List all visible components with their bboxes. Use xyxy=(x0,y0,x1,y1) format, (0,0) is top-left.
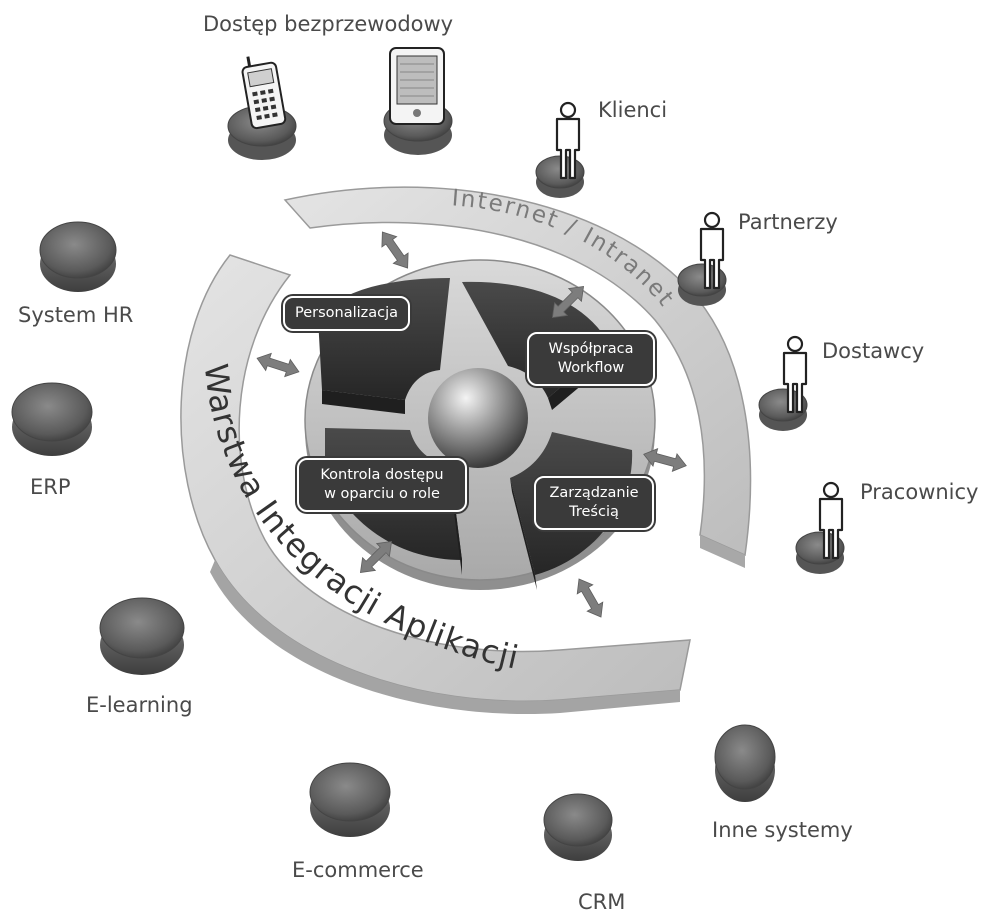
arrow-icon xyxy=(374,226,416,274)
mobile-phone-device xyxy=(227,56,297,160)
arrow-icon xyxy=(253,349,303,381)
system-hr-puck xyxy=(39,221,117,292)
label-dostawcy: Dostawcy xyxy=(822,339,925,363)
label-system-hr: System HR xyxy=(18,303,134,327)
access-control-box: Kontrola dostępu w oparciu o role xyxy=(297,458,467,512)
label-partnerzy: Partnerzy xyxy=(738,210,838,234)
access-control-line2: w oparciu o role xyxy=(324,486,440,502)
personalization-box: Personalizacja xyxy=(283,296,411,331)
personalization-label: Personalizacja xyxy=(295,305,399,321)
wireless-access-label: Dostęp bezprzewodowy xyxy=(203,12,454,36)
system-elearning-puck xyxy=(99,597,185,675)
collaboration-box: Współpraca Workflow xyxy=(527,332,655,386)
access-control-line1: Kontrola dostępu xyxy=(320,467,444,483)
system-erp-puck xyxy=(11,382,93,456)
user-partnerzy xyxy=(677,211,727,306)
user-dostawcy xyxy=(758,335,808,431)
pda-icon xyxy=(389,47,445,125)
user-klienci xyxy=(535,101,585,198)
label-ecommerce: E-commerce xyxy=(292,858,424,882)
content-box: Zarządzanie Treścią xyxy=(534,476,654,530)
pda-device xyxy=(383,47,453,155)
label-klienci: Klienci xyxy=(598,98,668,122)
system-crm-puck xyxy=(543,793,613,861)
mobile-phone-icon xyxy=(241,56,287,130)
arrow-icon xyxy=(570,574,610,622)
content-line2: Treścią xyxy=(569,504,619,520)
label-pracownicy: Pracownicy xyxy=(860,480,979,504)
system-ecommerce-puck xyxy=(309,762,391,837)
content-line1: Zarządzanie xyxy=(549,485,639,501)
label-elearning: E-learning xyxy=(86,693,193,717)
label-crm: CRM xyxy=(578,890,626,914)
collaboration-line2: Workflow xyxy=(557,360,625,376)
system-inne-puck xyxy=(714,724,776,802)
label-inne-systemy: Inne systemy xyxy=(712,818,853,842)
label-erp: ERP xyxy=(30,475,71,499)
center-sphere xyxy=(428,368,528,468)
collaboration-line1: Współpraca xyxy=(548,341,634,357)
user-pracownicy xyxy=(795,481,845,574)
